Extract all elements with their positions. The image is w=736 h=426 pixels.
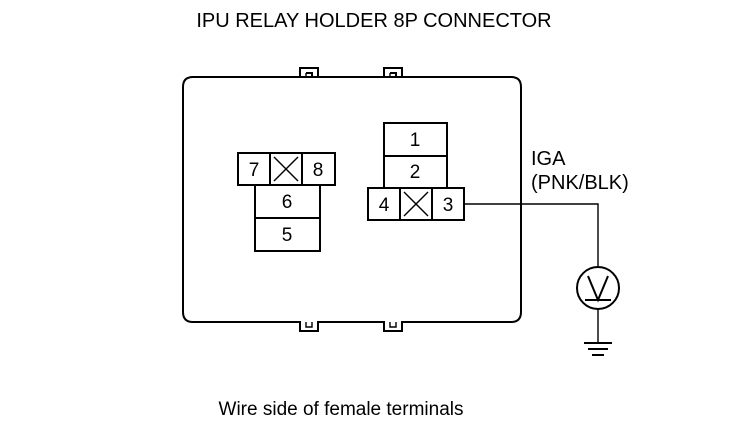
diagram-title: IPU RELAY HOLDER 8P CONNECTOR: [196, 10, 551, 32]
terminal-2: 2: [410, 162, 421, 183]
unused-cavity-x: [403, 191, 429, 217]
voltmeter-icon: [576, 266, 620, 310]
terminal-8: 8: [313, 160, 324, 181]
connector-housing: [182, 67, 522, 332]
wire-label-color: (PNK/BLK): [531, 172, 629, 194]
terminal-7: 7: [249, 160, 260, 181]
terminal-1: 1: [410, 130, 421, 151]
terminal-4: 4: [379, 195, 390, 216]
terminal-5: 5: [282, 225, 293, 246]
probe-wire: [464, 203, 599, 266]
terminal-3: 3: [443, 195, 454, 216]
unused-cavity-x: [273, 156, 299, 182]
housing-tab-detail: [305, 73, 397, 328]
ground-icon: [584, 342, 612, 356]
left-terminal-block: [237, 152, 336, 252]
terminal-6: 6: [282, 192, 293, 213]
wire-label-iga: IGA: [531, 148, 566, 170]
diagram-caption: Wire side of female terminals: [219, 399, 464, 420]
